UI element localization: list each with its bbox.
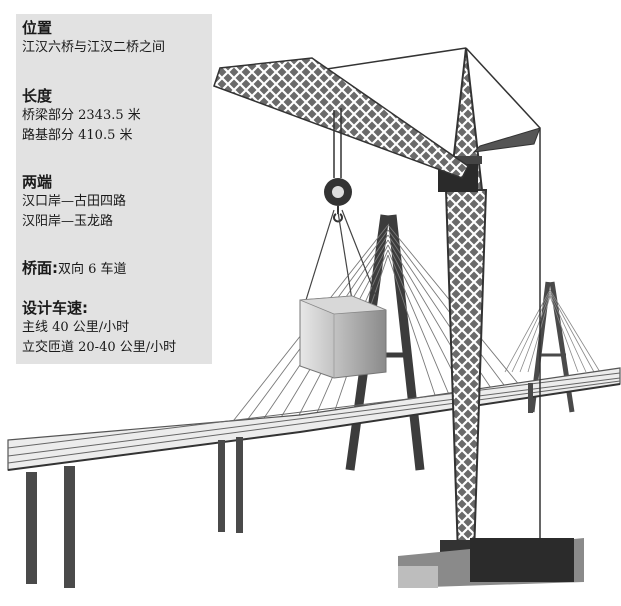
ends-hankou-line: 汉口岸—古田四路 (22, 194, 127, 209)
bridge-piers (26, 383, 533, 588)
hook-assembly (305, 108, 377, 301)
deck-value: 双向 6 车道 (58, 262, 127, 277)
length-bridge-line: 桥梁部分 2343.5 米 (22, 108, 141, 123)
speed-heading: 设计车速: (22, 299, 88, 317)
info-panel: 位置 江汉六桥与江汉二桥之间 长度 桥梁部分 2343.5 米 路基部分 410… (16, 14, 212, 364)
ends-hanyang-line: 汉阳岸—玉龙路 (22, 214, 114, 229)
speed-ramp-line: 立交匝道 20-40 公里/小时 (22, 340, 177, 355)
deck-section: 桥面:双向 6 车道 (22, 258, 127, 280)
speed-section: 设计车速: 主线 40 公里/小时 立交匝道 20-40 公里/小时 (22, 298, 176, 358)
location-value: 江汉六桥与江汉二桥之间 (22, 40, 166, 55)
length-section: 长度 桥梁部分 2343.5 米 路基部分 410.5 米 (22, 86, 141, 146)
crane-base (398, 538, 584, 588)
location-heading: 位置 (22, 19, 53, 37)
lifted-segment (299, 295, 387, 379)
length-roadbed-line: 路基部分 410.5 米 (22, 128, 133, 143)
ends-heading: 两端 (22, 173, 53, 191)
length-heading: 长度 (22, 87, 53, 105)
speed-main-line: 主线 40 公里/小时 (22, 320, 130, 335)
deck-heading: 桥面: (22, 259, 58, 277)
location-section: 位置 江汉六桥与江汉二桥之间 (22, 18, 165, 58)
ends-section: 两端 汉口岸—古田四路 汉阳岸—玉龙路 (22, 172, 126, 232)
